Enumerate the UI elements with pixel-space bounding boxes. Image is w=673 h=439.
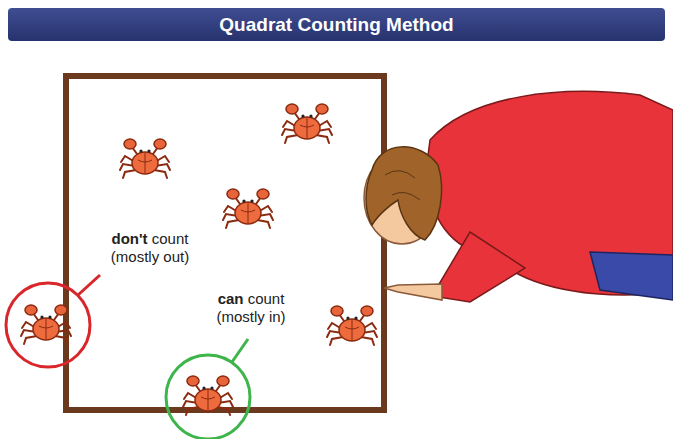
callout-label: can count (mostly in) bbox=[196, 290, 306, 326]
title-bar: Quadrat Counting Method bbox=[8, 8, 665, 41]
callout-label: don't count (mostly out) bbox=[95, 230, 205, 266]
title-text: Quadrat Counting Method bbox=[219, 14, 453, 36]
callout-keyword: don't bbox=[112, 230, 148, 247]
callout-keyword: can bbox=[218, 290, 244, 307]
